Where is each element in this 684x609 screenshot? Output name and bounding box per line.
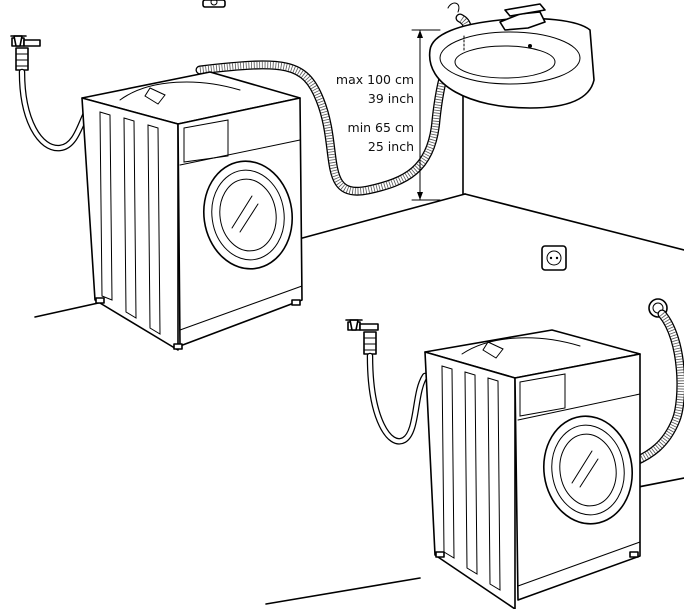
drain-hose (629, 309, 684, 467)
inlet-hose (366, 352, 429, 445)
max-height-cm-label: max 100 cm (336, 72, 414, 87)
max-height-inch-label: 39 inch (368, 91, 414, 106)
min-height-inch-label: 25 inch (368, 139, 414, 154)
wash-basin (428, 2, 595, 109)
wall-socket-top (202, 0, 226, 8)
water-tap-icon (10, 35, 41, 71)
height-dimension (411, 29, 465, 201)
min-height-cm-label: min 65 cm (348, 120, 414, 135)
washing-machine (81, 71, 303, 351)
wall-socket (541, 245, 567, 271)
water-tap-icon (345, 319, 379, 355)
washing-machine (424, 329, 641, 609)
